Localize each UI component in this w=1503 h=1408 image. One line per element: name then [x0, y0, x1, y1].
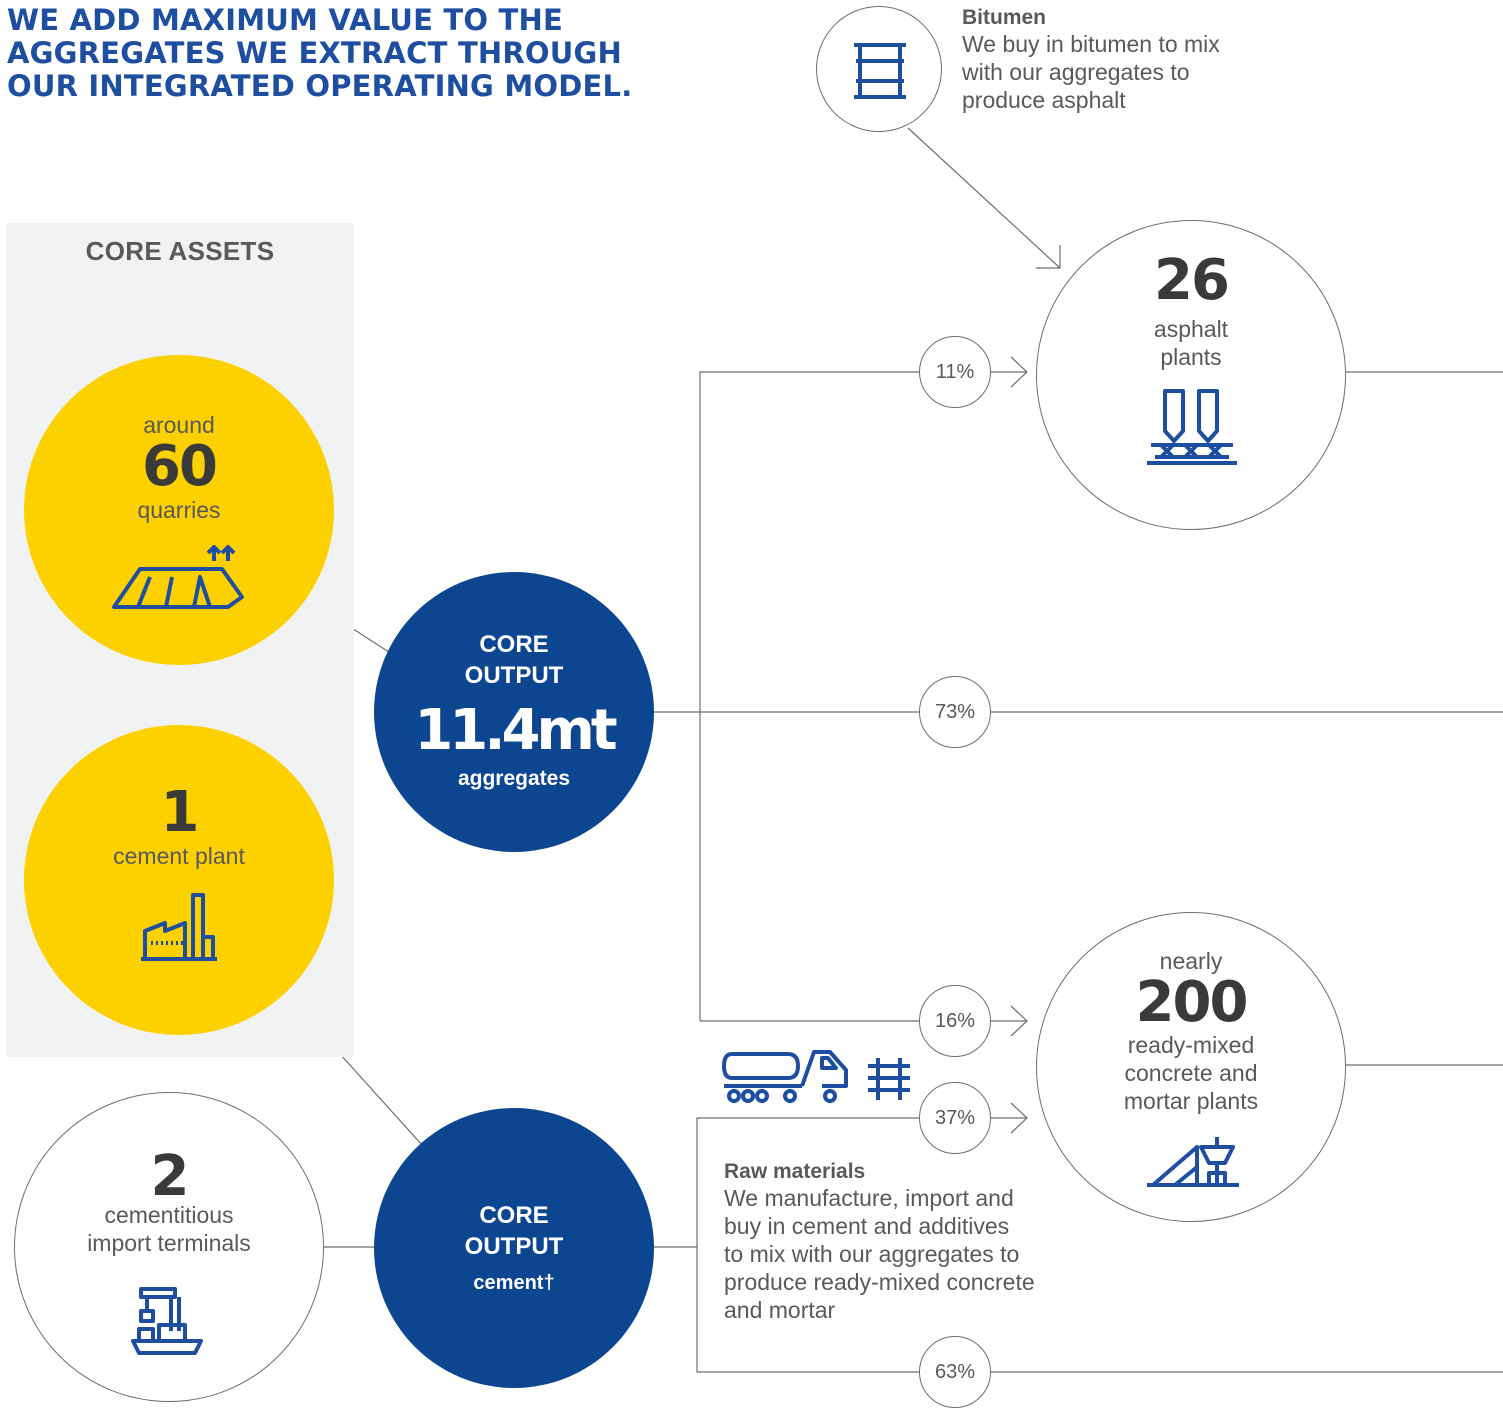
aggregates-output-line1: CORE — [479, 631, 549, 658]
terminals-number: 2 — [150, 1144, 190, 1209]
cement-plant-label: cement plant — [113, 843, 245, 869]
import-terminals-circle: 2 cementitious import terminals — [14, 1092, 324, 1402]
cement-plant-number: 1 — [160, 780, 200, 845]
aggregates-output-value: 11.4mt — [414, 698, 617, 763]
pct-direct: 73% — [919, 676, 991, 748]
pct-to-asphalt: 11% — [919, 336, 991, 408]
crane-ship-icon — [131, 1287, 203, 1355]
factory-icon — [141, 893, 217, 961]
connector-cement-branch — [696, 1117, 920, 1373]
cement-output-label: cement† — [473, 1272, 555, 1294]
raw-materials-note: Raw materials We manufacture, import and… — [724, 1160, 1084, 1324]
bitumen-title: Bitumen — [962, 6, 1046, 29]
pct-to-concrete-aggregates: 16% — [919, 985, 991, 1057]
truck-icon — [722, 1050, 848, 1103]
pct-cement-direct: 63% — [919, 1336, 991, 1408]
quarries-number: 60 — [142, 434, 218, 499]
bitumen-circle — [816, 6, 942, 132]
arrow-concrete-2 — [1010, 1102, 1028, 1134]
connector-aggregates-branch — [699, 371, 920, 1021]
raw-materials-body-3: to mix with our aggregates to — [724, 1241, 1020, 1267]
quarries-circle: around 60 quarries — [24, 355, 334, 665]
raw-materials-title: Raw materials — [724, 1160, 866, 1183]
asphalt-plant-icon — [1147, 389, 1237, 465]
raw-materials-body-5: and mortar — [724, 1297, 836, 1323]
aggregates-output-label: aggregates — [457, 767, 571, 790]
arrow-asphalt — [1010, 356, 1028, 388]
concrete-plants-circle: nearly 200 ready-mixed concrete and mort… — [1036, 912, 1346, 1222]
asphalt-plants-circle: 26 asphalt plants — [1036, 220, 1346, 530]
cement-output-line2: OUTPUT — [464, 1233, 564, 1260]
concrete-label-3: mortar plants — [1123, 1088, 1259, 1114]
cement-plant-circle: 1 cement plant — [24, 725, 334, 1035]
core-assets-title: CORE ASSETS — [85, 236, 275, 266]
asphalt-label-2: plants — [1160, 344, 1222, 370]
terminals-label-1: cementitious — [104, 1202, 234, 1228]
terminals-label-2: import terminals — [87, 1230, 251, 1256]
concrete-number: 200 — [1135, 970, 1249, 1035]
asphalt-label-1: asphalt — [1153, 316, 1229, 342]
barrel-icon — [854, 43, 906, 99]
concrete-label-2: concrete and — [1124, 1060, 1258, 1086]
headline: WE ADD MAXIMUM VALUE TO THE AGGREGATES W… — [7, 3, 633, 103]
cement-output-line1: CORE — [479, 1202, 549, 1229]
pct-to-concrete-cement: 37% — [919, 1082, 991, 1154]
bitumen-body-3: produce asphalt — [962, 87, 1126, 113]
connector-bitumen-asphalt — [907, 127, 1061, 269]
raw-materials-body-2: buy in cement and additives — [724, 1213, 1010, 1239]
concrete-prefix: nearly — [1159, 948, 1223, 974]
bitumen-note: Bitumen We buy in bitumen to mix with ou… — [962, 6, 1302, 114]
raw-materials-body-4: produce ready-mixed concrete — [724, 1269, 1035, 1295]
concrete-plant-icon — [1147, 1137, 1239, 1187]
arrow-concrete-1 — [1010, 1005, 1028, 1037]
concrete-label-1: ready-mixed — [1127, 1032, 1255, 1058]
arrow-bitumen — [1036, 245, 1061, 269]
raw-materials-body-1: We manufacture, import and — [724, 1185, 1014, 1211]
quarries-prefix: around — [143, 412, 215, 438]
aggregates-output-line2: OUTPUT — [464, 662, 564, 689]
core-output-cement: CORE OUTPUT cement† — [374, 1108, 654, 1388]
quarry-icon — [112, 545, 244, 609]
bitumen-body-1: We buy in bitumen to mix — [962, 31, 1220, 57]
asphalt-number: 26 — [1154, 248, 1230, 313]
rail-track-icon — [868, 1058, 910, 1100]
bitumen-body-2: with our aggregates to — [962, 59, 1190, 85]
quarries-label: quarries — [137, 497, 221, 523]
core-output-aggregates: CORE OUTPUT 11.4mt aggregates — [374, 572, 654, 852]
